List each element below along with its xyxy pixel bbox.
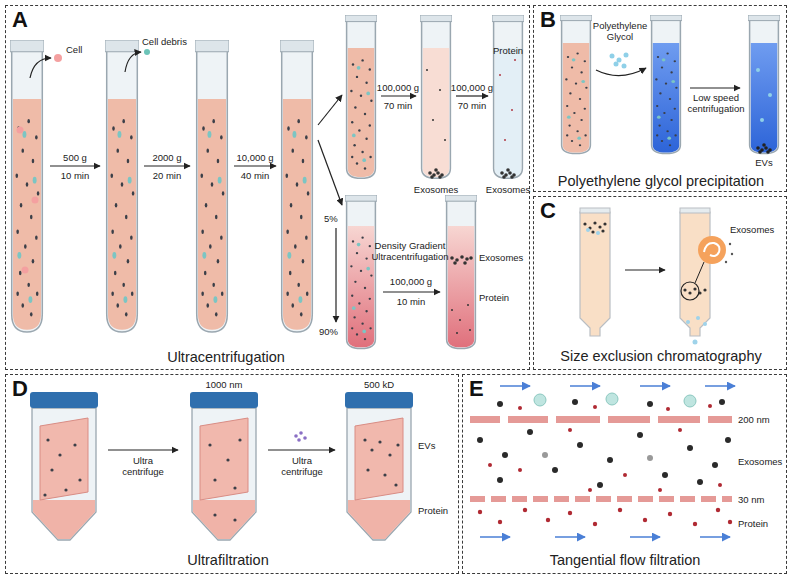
annotation-label: Cell debris bbox=[142, 36, 187, 47]
annotation-label: 10 min bbox=[61, 170, 90, 181]
annotation-label: 2000 g bbox=[152, 152, 181, 163]
cell-debris bbox=[144, 49, 150, 55]
annotation-label: Protein bbox=[479, 292, 509, 303]
panel-box: C Size exclusion chromatography bbox=[533, 196, 787, 370]
pellet bbox=[426, 69, 516, 179]
annotation-label: Polyethylene Glycol bbox=[584, 20, 656, 42]
cells bbox=[17, 54, 63, 274]
annotation-label: 500 kD bbox=[364, 379, 394, 390]
annotation-label: Exosomes bbox=[738, 456, 782, 467]
filter-particles bbox=[43, 438, 399, 521]
sec-columns bbox=[580, 208, 710, 336]
panel-title: Size exclusion chromatography bbox=[560, 348, 762, 365]
annotation-label: 70 min bbox=[384, 100, 413, 111]
panel-letter: A bbox=[12, 8, 28, 32]
annotation-label: EVs bbox=[755, 157, 772, 168]
annotation-label: Density Gradient Ultracentrifugation bbox=[362, 240, 458, 262]
annotation-label: Exosomes bbox=[730, 224, 774, 235]
panel-letter: C bbox=[540, 199, 556, 223]
panel-letter: B bbox=[540, 8, 556, 32]
annotation-label: 10 min bbox=[397, 296, 426, 307]
protein-dots bbox=[499, 59, 516, 141]
annotation-label: 100,000 g bbox=[377, 82, 419, 93]
membrane bbox=[470, 416, 732, 502]
annotation-label: Protein bbox=[738, 518, 768, 529]
annotation-label: 30 nm bbox=[738, 494, 764, 505]
annotation-label: Cell bbox=[66, 44, 82, 55]
panel-title: Ultrafiltration bbox=[187, 552, 268, 569]
panel-letter: E bbox=[469, 377, 484, 401]
annotation-label: 10,000 g bbox=[237, 152, 274, 163]
process-arrows bbox=[30, 52, 488, 322]
gradient-tubes bbox=[345, 195, 477, 348]
centrifuge-tubes bbox=[10, 40, 314, 332]
centrifuge-tubes bbox=[345, 15, 524, 178]
panel-letter: D bbox=[12, 377, 28, 401]
annotation-label: Ultra centrifuge bbox=[112, 455, 174, 477]
annotation-label: Exosomes bbox=[479, 252, 523, 263]
annotation-label: 40 min bbox=[241, 170, 270, 181]
sample-particles bbox=[583, 221, 706, 294]
small-molecules bbox=[586, 228, 707, 345]
peg-particles bbox=[610, 53, 773, 123]
panel-box: B Polyethylene glycol precipitation bbox=[533, 5, 787, 192]
annotation-label: 20 min bbox=[153, 170, 182, 181]
annotation-label: 500 g bbox=[63, 152, 87, 163]
ultrafiltration-tubes bbox=[30, 392, 413, 540]
panel-box: D Ultrafiltration bbox=[5, 374, 459, 574]
protein-particles bbox=[478, 404, 732, 526]
annotation-label: 5% bbox=[324, 213, 338, 224]
annotation-label: Protein bbox=[418, 505, 448, 516]
process-arrow bbox=[625, 269, 665, 270]
exosome-band bbox=[450, 255, 473, 334]
panel-title: Ultracentrifugation bbox=[167, 349, 285, 366]
annotation-label: EVs bbox=[418, 440, 435, 451]
annotation-label: Low speed centrifugation bbox=[683, 92, 749, 114]
annotation-label: 100,000 g bbox=[390, 276, 432, 287]
annotation-label: 70 min bbox=[458, 100, 487, 111]
annotation-label: Exosomes bbox=[414, 184, 458, 195]
annotation-label: 100,000 g bbox=[451, 82, 493, 93]
process-arrows bbox=[108, 449, 335, 450]
peg-tubes bbox=[560, 15, 780, 154]
zoom-inset bbox=[681, 236, 733, 300]
panel-title: Polyethylene glycol precipitation bbox=[558, 173, 764, 190]
large-vesicles bbox=[534, 393, 696, 407]
panel-box: E Tangential flow filtration bbox=[462, 374, 787, 574]
panel-title: Tangential flow filtration bbox=[550, 552, 701, 569]
annotation-label: Protein bbox=[493, 45, 523, 56]
pellet bbox=[756, 143, 772, 154]
annotation-label: 200 nm bbox=[738, 414, 770, 425]
ev-cluster bbox=[294, 431, 307, 442]
annotation-label: 1000 nm bbox=[206, 379, 243, 390]
annotation-label: 90% bbox=[319, 326, 338, 337]
process-arrows bbox=[596, 68, 740, 88]
exosome-particles bbox=[542, 452, 653, 461]
annotation-label: Ultra centrifuge bbox=[271, 455, 333, 477]
annotation-label: Exosomes bbox=[486, 184, 530, 195]
exosome-particles bbox=[477, 399, 731, 488]
flow-arrows bbox=[480, 386, 735, 537]
